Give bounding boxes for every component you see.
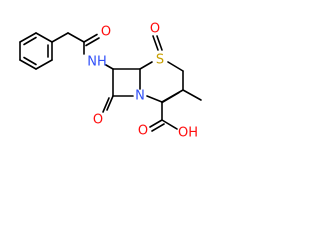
bond <box>67 32 85 43</box>
bond-double <box>161 91 180 104</box>
bond-double <box>156 35 163 51</box>
bond-double <box>106 95 114 111</box>
bond <box>35 59 53 70</box>
bond-double <box>102 97 110 113</box>
bond <box>182 89 202 101</box>
atom-label-beta-lactam-o: O <box>93 113 103 128</box>
atom-label-acid-o: O <box>138 124 148 139</box>
bond <box>19 32 37 43</box>
bond <box>146 95 163 103</box>
bond-double-inner <box>23 36 37 46</box>
bond-double <box>85 37 100 47</box>
atom-label-sulfoxide-o: O <box>150 22 160 37</box>
bond <box>19 59 37 70</box>
phenyl-ring <box>19 32 53 70</box>
bond <box>105 64 114 70</box>
bond <box>35 32 53 43</box>
bond <box>83 33 98 43</box>
atom-label-amide-nh: NH <box>87 55 107 70</box>
bond-double <box>151 123 165 132</box>
bond <box>161 119 178 130</box>
bond-double <box>152 35 159 51</box>
atom-label-amide-o: O <box>101 25 111 40</box>
bond <box>51 32 69 43</box>
molecule-structure: O NH O N S O O OH <box>19 22 202 141</box>
bond <box>139 61 153 70</box>
bond <box>167 61 184 72</box>
atom-label-sulfur: S <box>156 53 164 68</box>
atom-label-ring-n: N <box>135 89 145 104</box>
bond <box>149 119 163 128</box>
bond-double-inner <box>23 56 37 66</box>
atom-label-acid-oh: OH <box>178 126 198 141</box>
